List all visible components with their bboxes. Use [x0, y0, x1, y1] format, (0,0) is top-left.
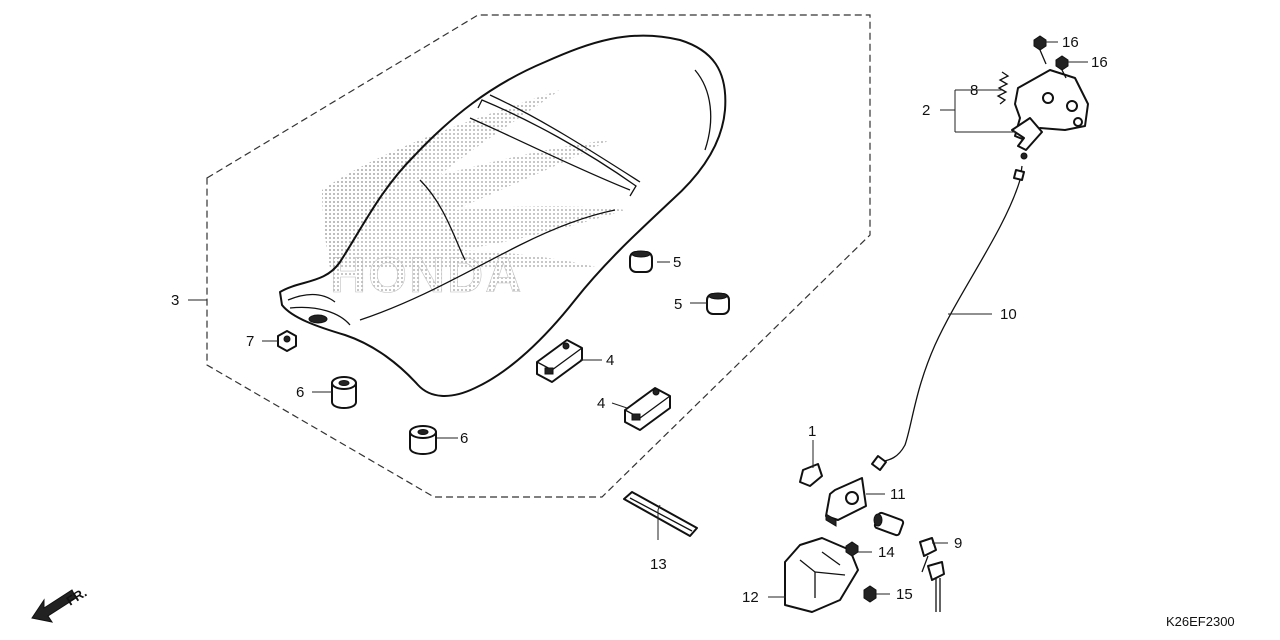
callout-5-lower: 5 — [674, 296, 682, 313]
front-direction-arrow: FR. — [31, 585, 90, 623]
callout-7: 7 — [246, 333, 254, 350]
bolt-16-left[interactable] — [1033, 35, 1047, 65]
case-12[interactable] — [784, 537, 859, 613]
callout-13: 13 — [650, 556, 667, 573]
nut-7[interactable] — [277, 330, 297, 352]
callout-16-left: 16 — [1062, 34, 1079, 51]
honda-wing-logo: HONDA — [322, 90, 625, 303]
callout-4-lower: 4 — [597, 395, 605, 412]
cushion-6-lower[interactable] — [409, 425, 437, 455]
bracket-4-lower[interactable] — [624, 387, 671, 431]
arrow-icon — [31, 589, 77, 623]
seat-assembly-frame — [206, 14, 871, 498]
callout-8: 8 — [970, 82, 978, 99]
callout-1: 1 — [808, 423, 816, 440]
clip-1[interactable] — [799, 463, 823, 487]
callout-11: 11 — [890, 486, 906, 503]
screw-15[interactable] — [863, 585, 877, 603]
rubber-5-lower[interactable] — [706, 292, 730, 315]
cable-10[interactable] — [871, 165, 1025, 471]
rubber-5-upper[interactable] — [629, 250, 653, 273]
front-label: FR. — [64, 585, 90, 609]
leader-lines — [188, 41, 1088, 598]
callout-10: 10 — [1000, 306, 1017, 323]
callout-9: 9 — [954, 535, 962, 552]
callout-14: 14 — [878, 544, 895, 561]
callout-2: 2 — [922, 102, 930, 119]
callout-15: 15 — [896, 586, 913, 603]
callout-16-right: 16 — [1091, 54, 1108, 71]
callout-6-lower: 6 — [460, 430, 468, 447]
holder-11[interactable] — [825, 477, 867, 527]
diagram-code: K26EF2300 — [1166, 614, 1235, 629]
callout-4-upper: 4 — [606, 352, 614, 369]
callout-6-upper: 6 — [296, 384, 304, 401]
callout-12: 12 — [742, 589, 759, 606]
callout-5-upper: 5 — [673, 254, 681, 271]
bolt-16-right[interactable] — [1055, 55, 1069, 79]
spring-8[interactable] — [996, 71, 1010, 105]
seat[interactable] — [279, 34, 727, 397]
cushion-6-upper[interactable] — [331, 376, 357, 409]
rod-13[interactable] — [623, 491, 698, 537]
callout-3: 3 — [171, 292, 179, 309]
seat-latch[interactable] — [1011, 69, 1089, 160]
bracket-4-upper[interactable] — [536, 339, 583, 383]
